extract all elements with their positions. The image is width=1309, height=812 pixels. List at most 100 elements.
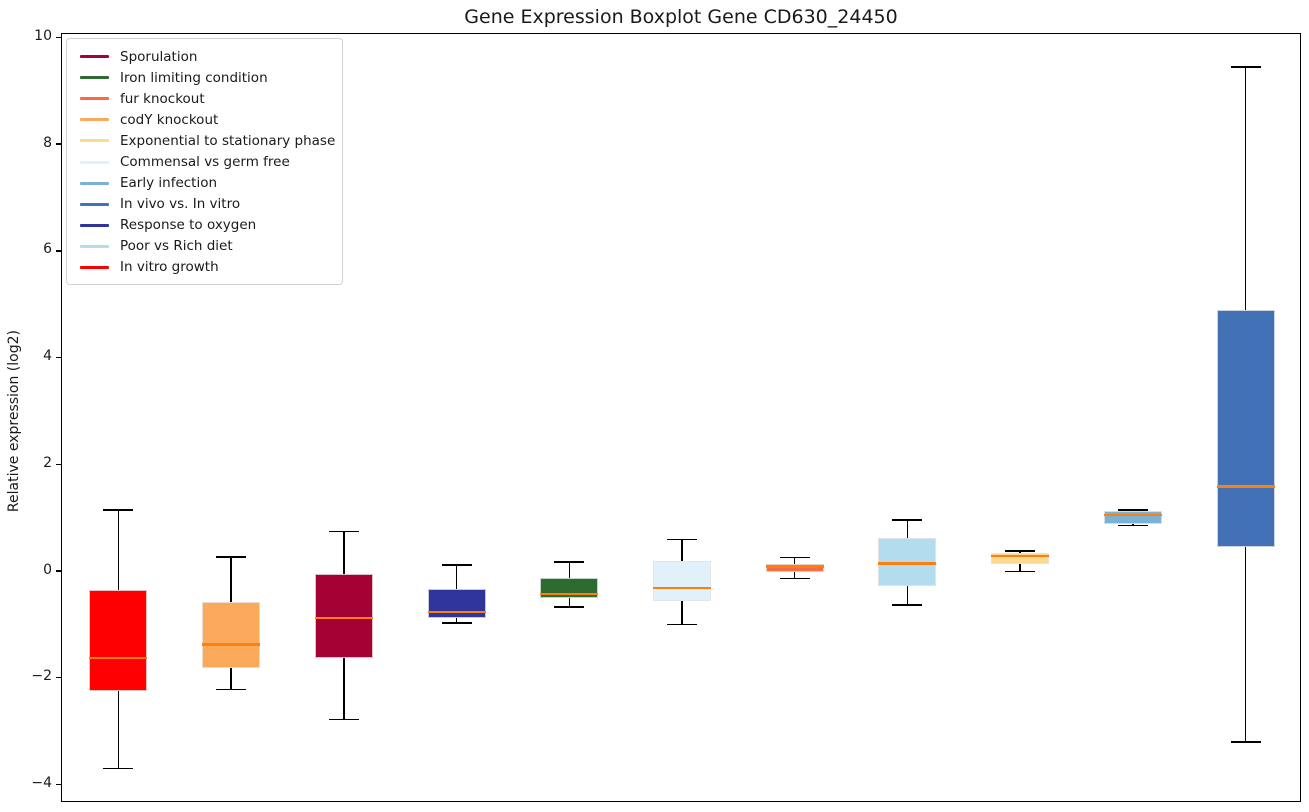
legend-item-label: Exponential to stationary phase — [120, 132, 336, 149]
lower-whisker-cap — [667, 623, 697, 626]
upper-whisker-cap — [103, 509, 134, 511]
upper-whisker — [230, 557, 232, 602]
lower-whisker — [793, 572, 796, 579]
legend-color-swatch — [80, 97, 109, 101]
legend-item-label: In vitro growth — [120, 259, 219, 276]
lower-whisker-cap — [1005, 570, 1036, 573]
lower-whisker-cap — [1230, 740, 1261, 743]
box-in-vivo-vs-in-vitro — [1216, 309, 1275, 547]
legend-color-swatch — [80, 76, 109, 80]
legend-item: In vivo vs. In vitro — [75, 194, 334, 215]
legend-color-swatch — [80, 118, 109, 122]
y-tick-label: 10 — [34, 28, 52, 44]
y-tick-label: −2 — [31, 668, 52, 685]
lower-whisker-cap — [554, 605, 585, 608]
median-line — [765, 565, 824, 569]
chart-title: Gene Expression Boxplot Gene CD630_24450 — [464, 6, 898, 28]
lower-whisker-cap — [1117, 524, 1148, 527]
y-tick-label: 4 — [43, 348, 52, 365]
upper-whisker — [455, 565, 458, 590]
lower-whisker — [1244, 546, 1247, 742]
y-tick-label: 0 — [43, 561, 52, 578]
legend-item: Response to oxygen — [75, 215, 334, 236]
upper-whisker — [568, 561, 571, 579]
y-tick-mark — [55, 570, 61, 572]
box-in-vitro-growth — [89, 589, 148, 692]
y-tick-mark — [55, 676, 61, 679]
lower-whisker — [117, 691, 120, 769]
legend-item: Sporulation — [75, 46, 334, 67]
legend-color-swatch — [80, 223, 109, 227]
legend-item: Exponential to stationary phase — [75, 130, 336, 151]
y-tick-label: 2 — [43, 454, 52, 471]
y-tick-mark — [55, 250, 61, 252]
legend-color-swatch — [80, 265, 109, 269]
legend-item-label: In vivo vs. In vitro — [120, 196, 241, 213]
box-iron-limiting-condition — [540, 578, 599, 599]
legend-color-swatch — [80, 181, 109, 185]
upper-whisker-cap — [667, 538, 697, 541]
legend-item: fur knockout — [75, 88, 334, 109]
legend-item: Poor vs Rich diet — [75, 236, 334, 257]
upper-whisker — [117, 510, 120, 590]
legend-item: Iron limiting condition — [75, 67, 334, 88]
upper-whisker-cap — [441, 564, 472, 566]
box-poor-vs-rich-diet — [878, 537, 937, 587]
y-tick-mark — [55, 356, 61, 359]
lower-whisker — [1019, 564, 1021, 572]
upper-whisker-cap — [1005, 549, 1036, 552]
median-line — [540, 592, 599, 596]
lower-whisker — [681, 600, 683, 625]
upper-whisker — [793, 557, 796, 564]
box-sporulation — [314, 574, 373, 659]
legend-item-label: fur knockout — [120, 90, 205, 107]
upper-whisker-cap — [892, 518, 923, 521]
lower-whisker — [230, 668, 232, 690]
legend-item: Commensal vs germ free — [75, 151, 334, 172]
median-line — [314, 616, 373, 620]
legend-color-swatch — [80, 139, 109, 143]
upper-whisker-cap — [554, 561, 585, 563]
y-tick-mark — [55, 143, 61, 145]
median-line — [991, 554, 1050, 558]
lower-whisker — [568, 598, 571, 607]
legend-item: Early infection — [75, 173, 334, 194]
median-line — [89, 656, 148, 660]
upper-whisker-cap — [779, 556, 810, 559]
y-tick-mark — [55, 783, 61, 786]
box-exponential-to-stationary-phase — [991, 553, 1050, 565]
median-line — [653, 586, 711, 590]
upper-whisker — [343, 531, 345, 575]
legend-item-label: codY knockout — [120, 111, 219, 128]
legend-item-label: Sporulation — [120, 48, 198, 65]
lower-whisker-cap — [779, 577, 810, 580]
upper-whisker — [1244, 66, 1247, 310]
box-cody-knockout — [202, 601, 261, 669]
lower-whisker — [906, 586, 909, 606]
legend-item-label: Poor vs Rich diet — [120, 238, 233, 255]
legend-item: In vitro growth — [75, 257, 334, 278]
lower-whisker-cap — [441, 622, 472, 625]
median-line — [878, 562, 937, 565]
lower-whisker — [343, 658, 345, 720]
legend-color-swatch — [80, 160, 109, 164]
legend-item: codY knockout — [75, 109, 334, 130]
median-line — [202, 643, 261, 646]
median-line — [427, 610, 486, 614]
y-tick-label: −4 — [31, 774, 52, 791]
median-line — [1216, 485, 1275, 488]
lower-whisker-cap — [892, 604, 923, 606]
legend-item-label: Iron limiting condition — [120, 69, 268, 86]
y-tick-label: 8 — [43, 134, 52, 151]
legend-color-swatch — [80, 202, 109, 206]
y-tick-mark — [55, 36, 61, 39]
y-tick-mark — [55, 463, 61, 466]
y-tick-label: 6 — [43, 241, 52, 258]
upper-whisker — [906, 519, 909, 538]
lower-whisker-cap — [103, 767, 134, 770]
legend-item-label: Early infection — [120, 175, 218, 192]
legend-color-swatch — [80, 55, 109, 59]
upper-whisker — [1019, 550, 1021, 554]
